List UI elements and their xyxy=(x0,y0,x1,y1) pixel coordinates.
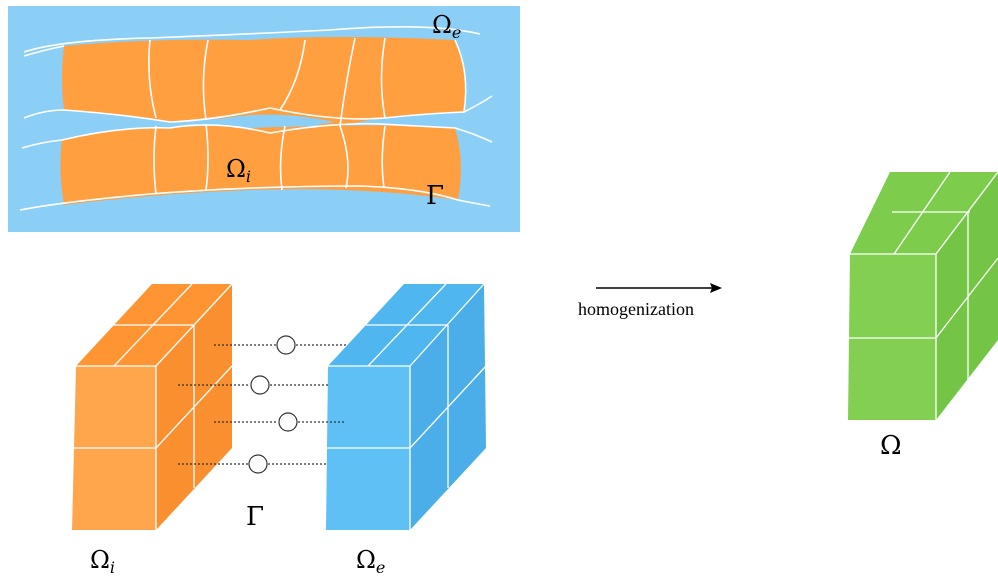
intracellular-label: Ωi xyxy=(226,155,251,186)
homogenized-cube xyxy=(848,171,998,420)
membrane-node xyxy=(248,454,268,474)
bottom-membrane-label: Γ xyxy=(246,502,264,532)
membrane-node xyxy=(278,412,298,432)
homogenized-label: Ω xyxy=(880,431,902,461)
intracellular-cube xyxy=(72,283,233,530)
upper-cell-row xyxy=(62,37,466,128)
lower-cell-row xyxy=(60,125,461,205)
membrane-node xyxy=(276,335,296,355)
homogenization-label: homogenization xyxy=(578,299,694,319)
membrane-label: Γ xyxy=(426,181,444,211)
homogenization-arrow: homogenization xyxy=(578,283,722,319)
homog-cube-top xyxy=(850,172,998,254)
extracellular-label: Ωe xyxy=(432,11,461,42)
bottom-intra-label: Ωi xyxy=(90,546,115,577)
homog-cube-front xyxy=(848,254,936,420)
tissue-panel: Ωe Ωi Γ xyxy=(8,6,520,232)
extracellular-cube xyxy=(326,283,487,530)
membrane-node xyxy=(250,375,270,395)
membrane-connectors xyxy=(178,335,346,474)
membrane-lines xyxy=(19,26,493,211)
bottom-extra-label: Ωe xyxy=(356,546,385,577)
intercellular-gap xyxy=(215,114,335,128)
